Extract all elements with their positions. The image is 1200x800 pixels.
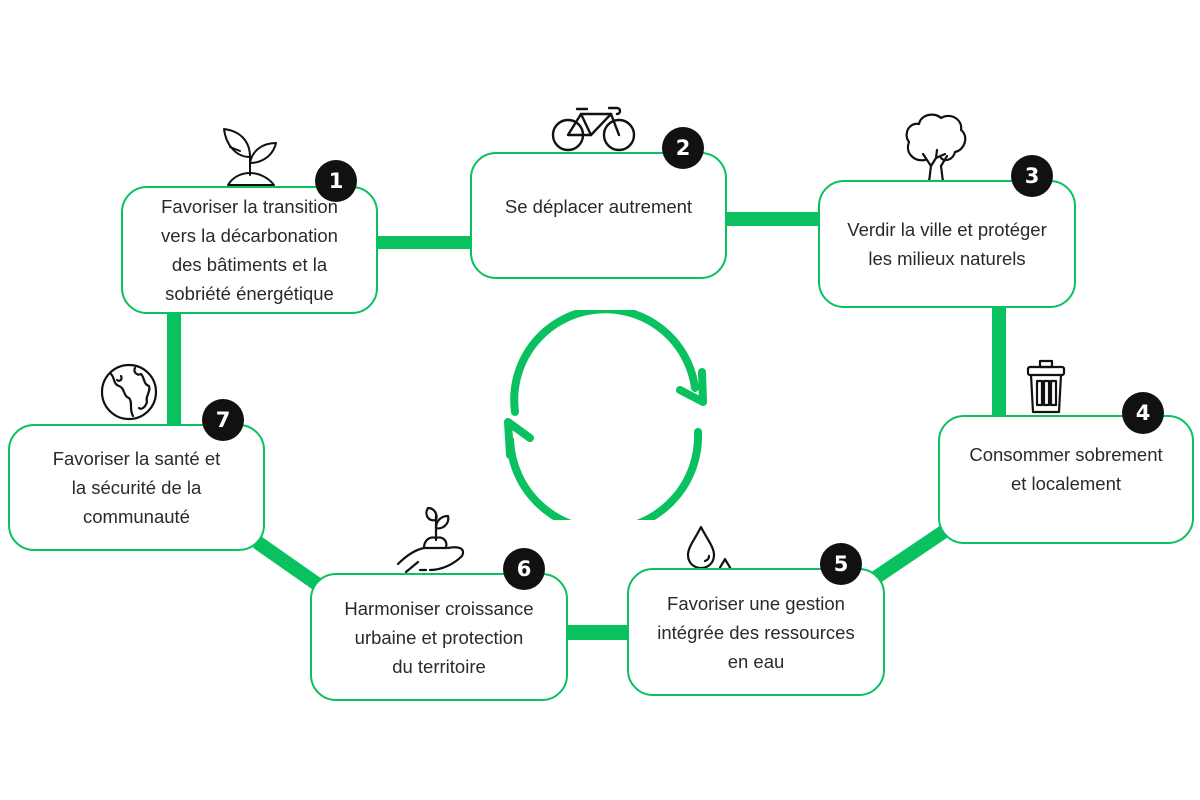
- connector-5-6: [565, 625, 629, 640]
- hand-seedling-icon: [396, 500, 468, 576]
- connector-7-1: [167, 311, 181, 426]
- step-5-text: Favoriser une gestion intégrée des resso…: [657, 592, 855, 672]
- cycle-arrows-icon: [495, 305, 715, 535]
- step-3-text: Verdir la ville et protéger les milieux …: [847, 219, 1047, 269]
- bicycle-icon: [551, 104, 637, 152]
- connector-2-3: [724, 212, 820, 226]
- step-1-box: Favoriser la transition vers la décarbon…: [121, 186, 378, 314]
- step-4-badge: 4: [1122, 392, 1164, 434]
- step-4-text: Consommer sobrement et localement: [969, 443, 1163, 494]
- step-4-box: Consommer sobrement et localement: [938, 415, 1194, 544]
- step-2-box: Se déplacer autrement: [470, 152, 727, 279]
- trash-bin-icon: [1026, 359, 1066, 415]
- step-3-box: Verdir la ville et protéger les milieux …: [818, 180, 1076, 308]
- step-1-badge: 1: [315, 160, 357, 202]
- step-3-badge: 3: [1011, 155, 1053, 197]
- step-5-box: Favoriser une gestion intégrée des resso…: [627, 568, 885, 696]
- step-2-badge: 2: [662, 127, 704, 169]
- step-6-box: Harmoniser croissance urbaine et protect…: [310, 573, 568, 701]
- step-6-text: Harmoniser croissance urbaine et protect…: [344, 597, 534, 677]
- step-5-badge: 5: [820, 543, 862, 585]
- plant-sprout-icon: [218, 125, 282, 187]
- connector-1-2: [376, 236, 472, 249]
- step-6-badge: 6: [503, 548, 545, 590]
- step-7-box: Favoriser la santé et la sécurité de la …: [8, 424, 265, 551]
- globe-icon: [99, 362, 159, 422]
- step-7-badge: 7: [202, 399, 244, 441]
- connector-3-4: [992, 305, 1006, 417]
- step-2-text: Se déplacer autrement: [504, 196, 693, 217]
- tree-icon: [903, 112, 969, 184]
- step-7-text: Favoriser la santé et la sécurité de la …: [52, 448, 221, 527]
- step-1-text: Favoriser la transition vers la décarbon…: [161, 196, 338, 304]
